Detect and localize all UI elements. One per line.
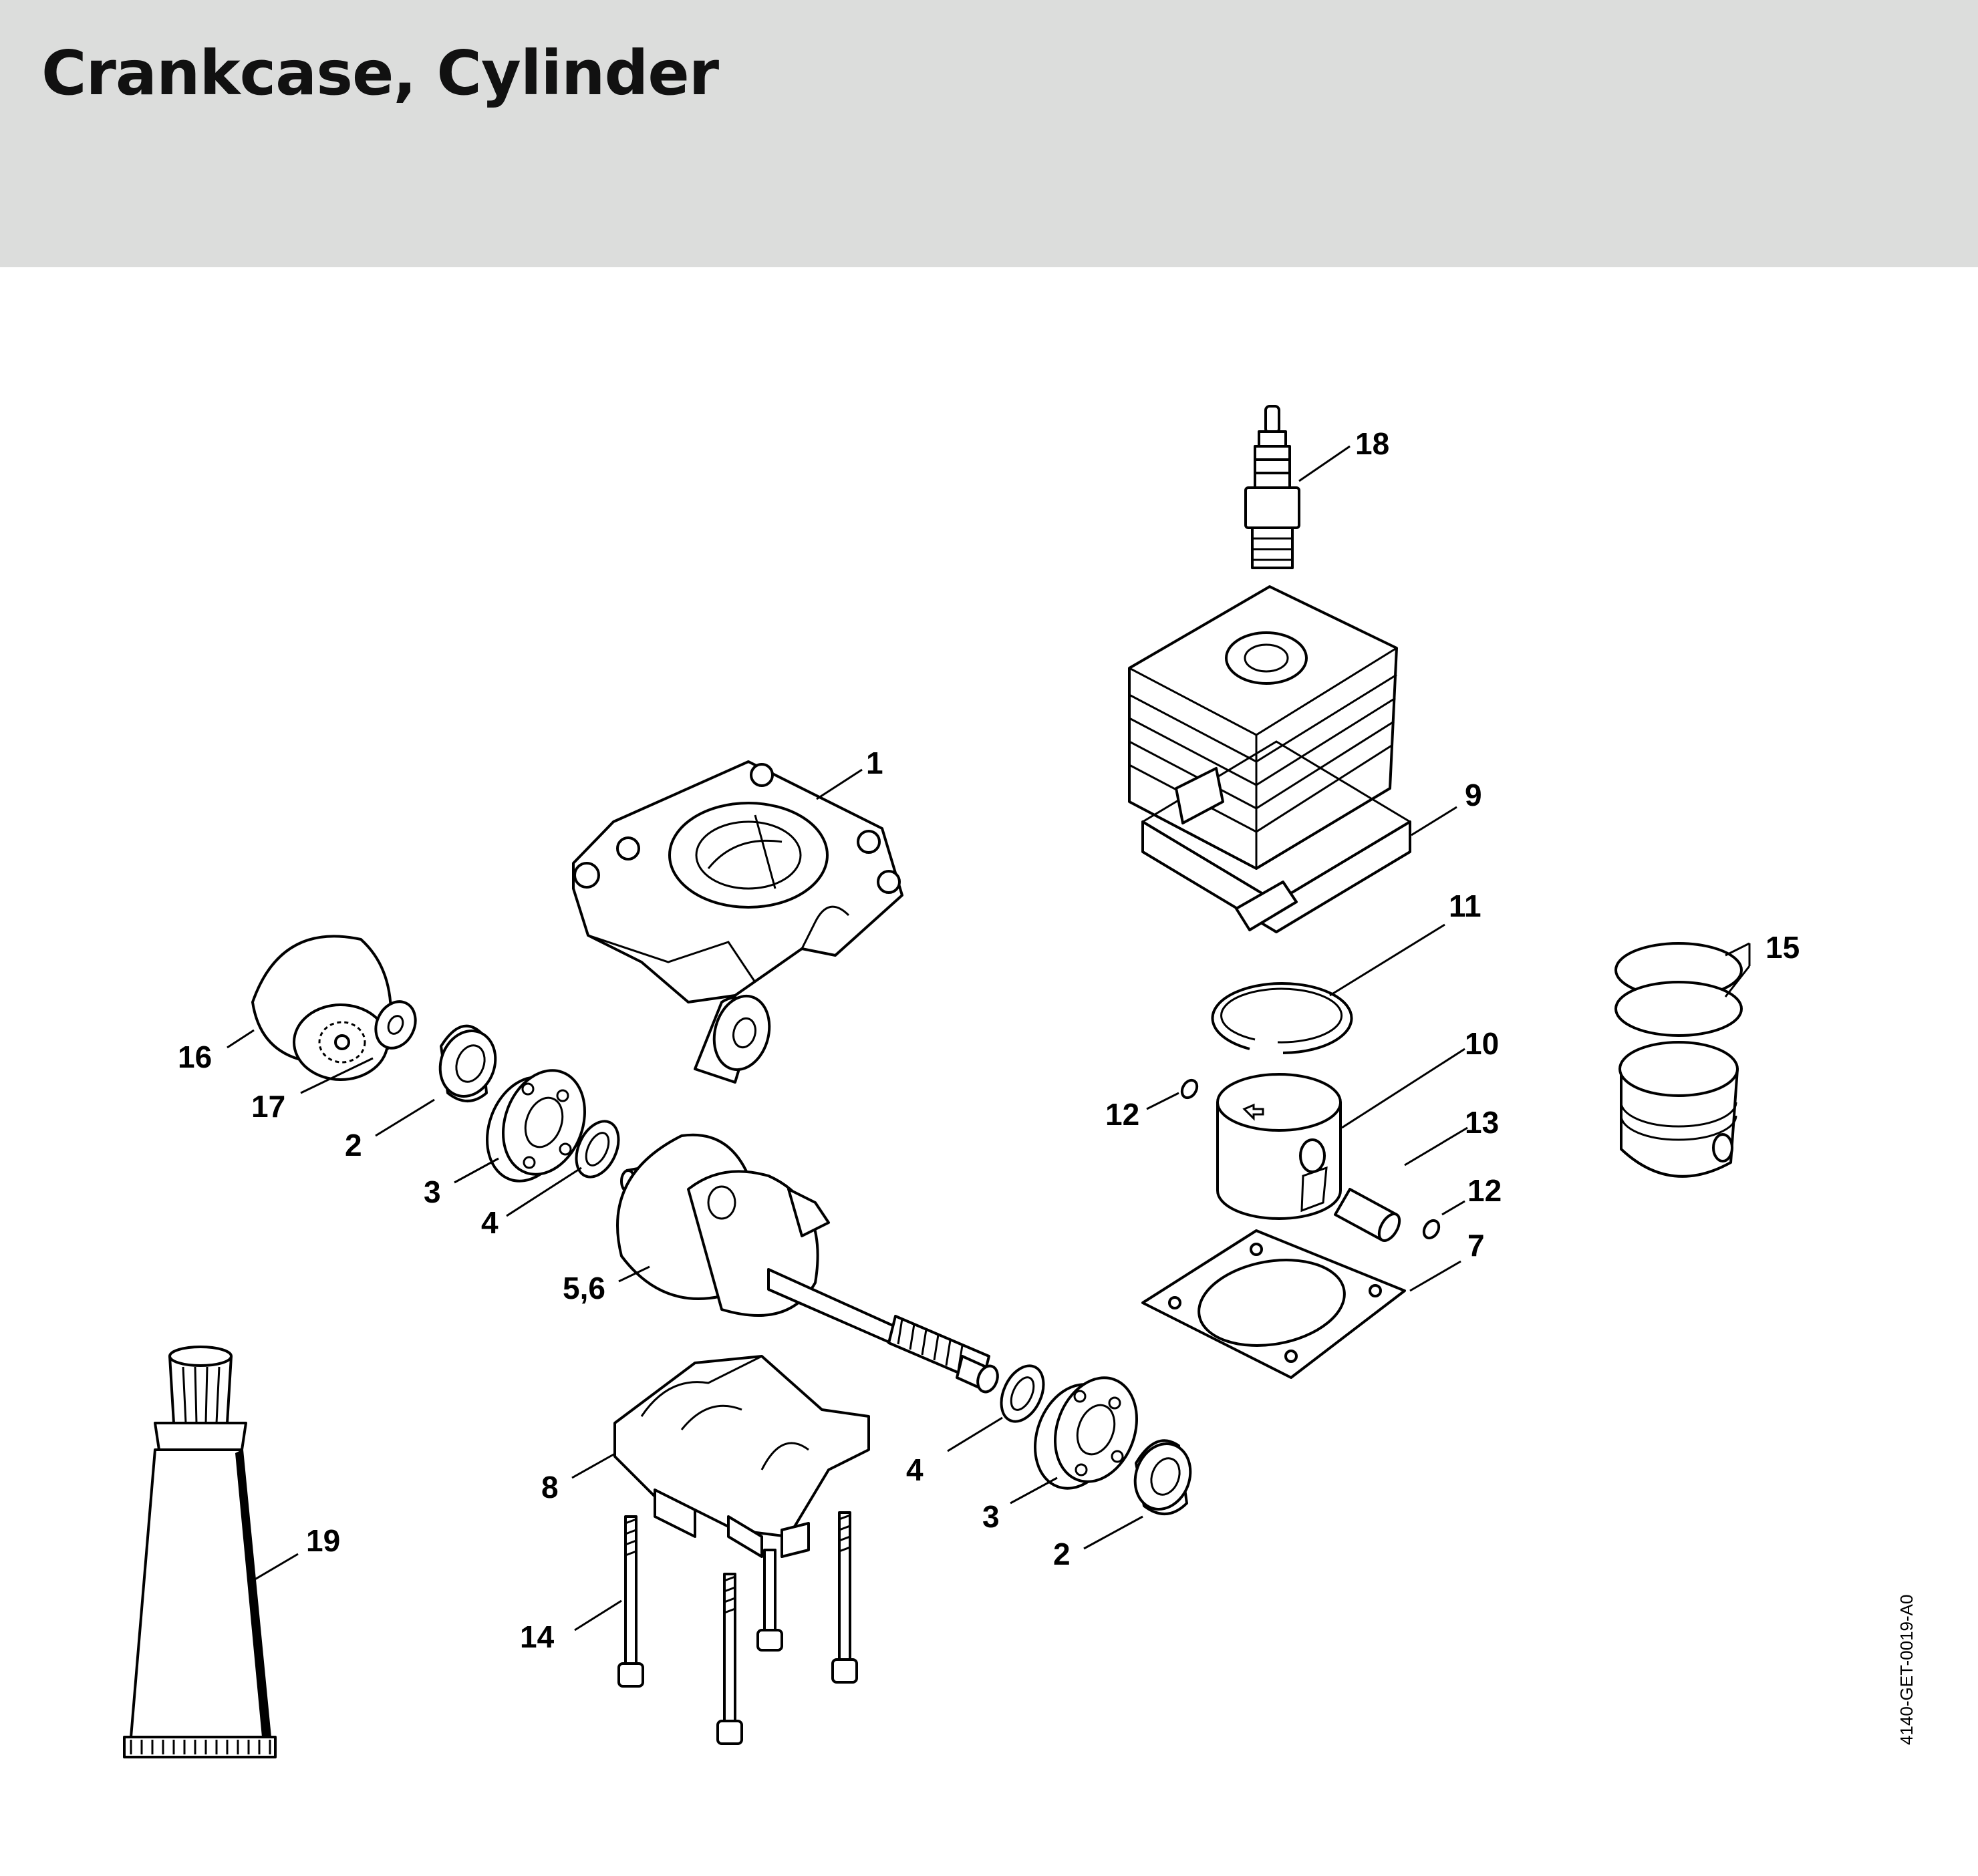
callout-18: 18 [1355,426,1389,461]
callout-5-6: 5,6 [563,1271,605,1305]
callout-2-left: 2 [345,1128,362,1162]
screw-part-1[interactable] [617,1515,644,1688]
callout-3-right: 3 [982,1499,1000,1534]
piston-ring-set-part[interactable] [1614,942,1743,1178]
page-title: Crankcase, Cylinder [41,37,719,109]
screw-part-2[interactable] [716,1573,743,1745]
clutch-drum-part[interactable] [251,935,392,1081]
piston-part[interactable] [1216,1073,1342,1220]
callout-7: 7 [1467,1228,1485,1263]
screw-part-3[interactable] [756,1549,783,1652]
callout-12-lower: 12 [1467,1173,1502,1208]
ball-bearing-part-right[interactable] [1021,1366,1151,1500]
circlip-part-upper[interactable] [1179,1078,1199,1100]
callout-13: 13 [1465,1105,1499,1140]
grease-tube-part[interactable] [123,1346,277,1758]
screw-part-4[interactable] [831,1511,858,1684]
thrust-washer-part-right[interactable] [993,1359,1052,1428]
callout-4-right: 4 [906,1452,924,1487]
callout-14: 14 [520,1619,555,1654]
callout-15: 15 [1765,930,1800,965]
callout-19: 19 [306,1523,340,1558]
callout-8: 8 [541,1470,559,1505]
callout-16: 16 [178,1040,212,1074]
washer-part[interactable] [368,995,422,1055]
crankcase-lower-part[interactable] [613,1355,870,1558]
cylinder-part[interactable] [1128,585,1411,933]
circlip-part-lower[interactable] [1421,1218,1441,1241]
callout-2-right: 2 [1053,1537,1071,1571]
callout-1: 1 [866,746,883,780]
spark-plug-part[interactable] [1244,405,1300,569]
callout-4-left: 4 [481,1205,499,1240]
piston-pin-part[interactable] [1334,1188,1403,1244]
oil-seal-part-right[interactable] [1126,1436,1199,1517]
header-band: Crankcase, Cylinder [0,0,1978,267]
callout-labels: 18 1 9 11 15 10 12 13 12 7 16 17 2 3 4 5… [178,426,1800,1654]
leader-lines [227,445,1751,1631]
piston-ring-part[interactable] [1211,982,1353,1054]
ball-bearing-part-left[interactable] [473,1059,599,1193]
crankcase-upper-part[interactable] [572,760,903,1003]
drawing-number: 4140-GET-0019-A0 [1896,1595,1917,1745]
callout-17: 17 [251,1089,285,1124]
thrust-washer-part-left[interactable] [568,1114,627,1183]
crankshaft-part[interactable] [616,990,1001,1395]
callout-3-left: 3 [424,1175,441,1209]
callout-10: 10 [1465,1026,1499,1061]
callout-11: 11 [1449,889,1481,923]
callout-12-upper: 12 [1105,1097,1139,1132]
oil-seal-part-left[interactable] [431,1023,504,1104]
gasket-part[interactable] [1141,1229,1406,1379]
callout-9: 9 [1465,778,1482,812]
